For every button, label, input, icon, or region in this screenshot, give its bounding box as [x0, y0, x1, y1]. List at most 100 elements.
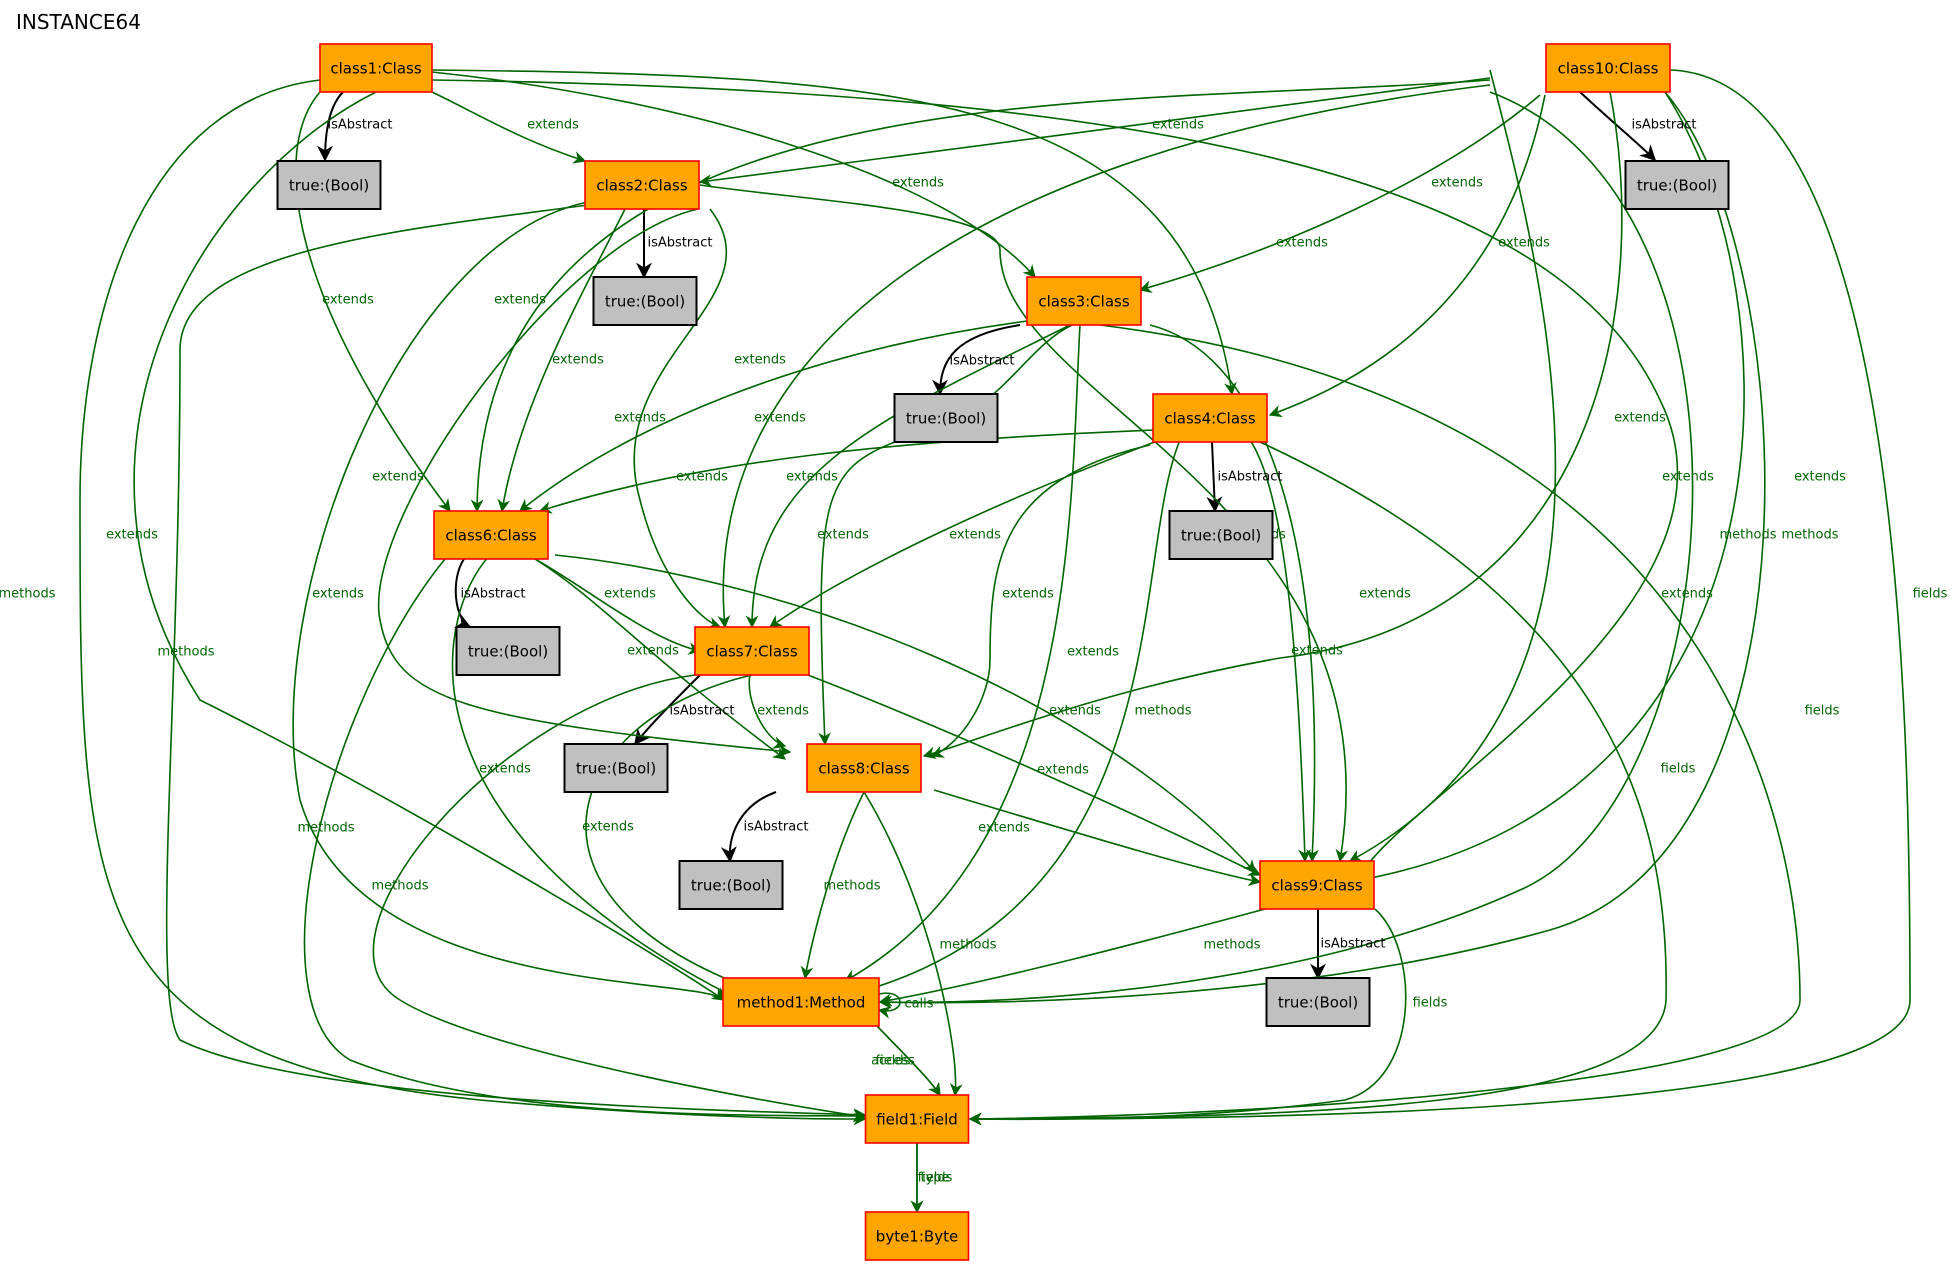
edge-label-methods: methods	[824, 879, 881, 894]
edge-label-extends: extends	[322, 293, 374, 308]
edge-label-extends: extends	[754, 411, 806, 426]
edge-label-fields: fields	[1805, 704, 1840, 719]
bool-node[interactable]: true:(Bool)	[276, 160, 382, 210]
edge-label-extends: extends	[372, 470, 424, 485]
node-box	[1168, 510, 1274, 560]
node-label: class6:Class	[445, 527, 536, 545]
edge-extends	[377, 208, 792, 758]
edge-label-methods: methods	[298, 821, 355, 836]
class-node[interactable]: class10:Class	[1545, 43, 1671, 93]
edge-label-extends: extends	[1794, 470, 1846, 485]
node-label: class7:Class	[706, 643, 797, 661]
edge-label-fields: fields	[1661, 762, 1696, 777]
edge-label-extends: extends	[552, 353, 604, 368]
bool-node[interactable]: true:(Bool)	[678, 860, 784, 910]
edge-label-isabstract: isAbstract	[328, 118, 393, 133]
node-box	[276, 160, 382, 210]
node-label: class10:Class	[1558, 60, 1659, 78]
edge-label-calls: calls	[904, 997, 933, 1012]
edge-extends	[431, 71, 1036, 278]
edge-label-extends: extends	[1662, 470, 1714, 485]
bool-node[interactable]: true:(Bool)	[893, 393, 999, 443]
class-node[interactable]: class9:Class	[1259, 860, 1375, 910]
edge-label-isabstract: isAbstract	[1632, 118, 1697, 133]
node-box	[1545, 43, 1671, 93]
edge-label-methods: methods	[158, 645, 215, 660]
edge-isabstract	[1579, 91, 1657, 162]
edge-extends	[1268, 94, 1546, 418]
edge-extends	[431, 69, 1237, 396]
node-box	[455, 626, 561, 676]
class-node[interactable]: method1:Method	[722, 977, 880, 1027]
edge-label-extends: extends	[1067, 645, 1119, 660]
node-box	[864, 1211, 970, 1261]
node-box	[1265, 977, 1371, 1027]
edge-label-isabstract: isAbstract	[670, 704, 735, 719]
edge-extends	[930, 444, 1151, 758]
class-node[interactable]: class6:Class	[433, 510, 549, 560]
edge-label-extends: extends	[1431, 176, 1483, 191]
edge-extends	[1348, 69, 1557, 862]
node-box	[678, 860, 784, 910]
class-node[interactable]: class3:Class	[1026, 276, 1142, 326]
class-node[interactable]: class7:Class	[694, 626, 810, 676]
edge-label-isabstract: isAbstract	[1218, 470, 1283, 485]
bool-node[interactable]: true:(Bool)	[563, 743, 669, 793]
class-node[interactable]: class2:Class	[584, 160, 700, 210]
edge-label-extends: extends	[494, 293, 546, 308]
edge-access	[876, 1025, 941, 1097]
node-box	[806, 743, 922, 793]
node-box	[1026, 276, 1142, 326]
edge-extends	[1249, 439, 1312, 863]
edge-isabstract	[634, 674, 701, 746]
edge-label-methods: methods	[372, 879, 429, 894]
edge-label-extends: extends	[817, 528, 869, 543]
node-label: class3:Class	[1038, 293, 1129, 311]
edge-label-methods: methods	[1135, 704, 1192, 719]
edge-extends	[698, 77, 1491, 187]
bool-node[interactable]: true:(Bool)	[1624, 160, 1730, 210]
edge-label-extends: extends	[479, 762, 531, 777]
node-box	[694, 626, 810, 676]
edge-label-extends: extends	[582, 820, 634, 835]
edge-methods	[165, 204, 867, 1122]
class-node[interactable]: field1:Field	[864, 1094, 970, 1144]
edge-methods	[372, 674, 867, 1122]
node-label: field1:Field	[876, 1111, 958, 1129]
bool-node[interactable]: true:(Bool)	[1265, 977, 1371, 1027]
edge-extends	[133, 91, 726, 1001]
edge-extends	[538, 429, 1156, 514]
class-node[interactable]: class8:Class	[806, 743, 922, 793]
node-label: method1:Method	[737, 994, 866, 1012]
class-node[interactable]: byte1:Byte	[864, 1211, 970, 1261]
edge-extends	[748, 674, 787, 749]
node-label: true:(Bool)	[1637, 177, 1717, 195]
edge-label-extends: extends	[949, 528, 1001, 543]
bool-node[interactable]: true:(Bool)	[1168, 510, 1274, 560]
edge-label-isabstract: isAbstract	[648, 236, 713, 251]
edge-extends	[534, 558, 702, 655]
node-label: true:(Bool)	[906, 410, 986, 428]
class-node[interactable]: class1:Class	[319, 43, 433, 93]
edge-label-extends: extends	[734, 353, 786, 368]
edge-isabstract	[1206, 441, 1223, 513]
edge-label-isabstract: isAbstract	[461, 587, 526, 602]
edge-label-isabstract: isAbstract	[950, 354, 1015, 369]
edge-extends	[431, 91, 587, 164]
edge-label-extends: extends	[627, 644, 679, 659]
edge-isabstract	[720, 791, 777, 863]
edge-methods	[858, 439, 1181, 995]
node-label: class8:Class	[818, 760, 909, 778]
edge-methods	[878, 91, 1694, 1009]
node-box	[563, 743, 669, 793]
edge-label-methods: methods	[940, 938, 997, 953]
bool-node[interactable]: true:(Bool)	[592, 276, 698, 326]
edge-label-extends: extends	[1002, 587, 1054, 602]
class-node[interactable]: class4:Class	[1152, 393, 1268, 443]
edge-methods	[79, 79, 867, 1126]
edge-extends	[843, 324, 1081, 982]
edge-label-extends: extends	[1661, 587, 1713, 602]
edge-label-methods: methods	[0, 587, 56, 602]
node-label: class1:Class	[330, 60, 421, 78]
bool-node[interactable]: true:(Bool)	[455, 626, 561, 676]
